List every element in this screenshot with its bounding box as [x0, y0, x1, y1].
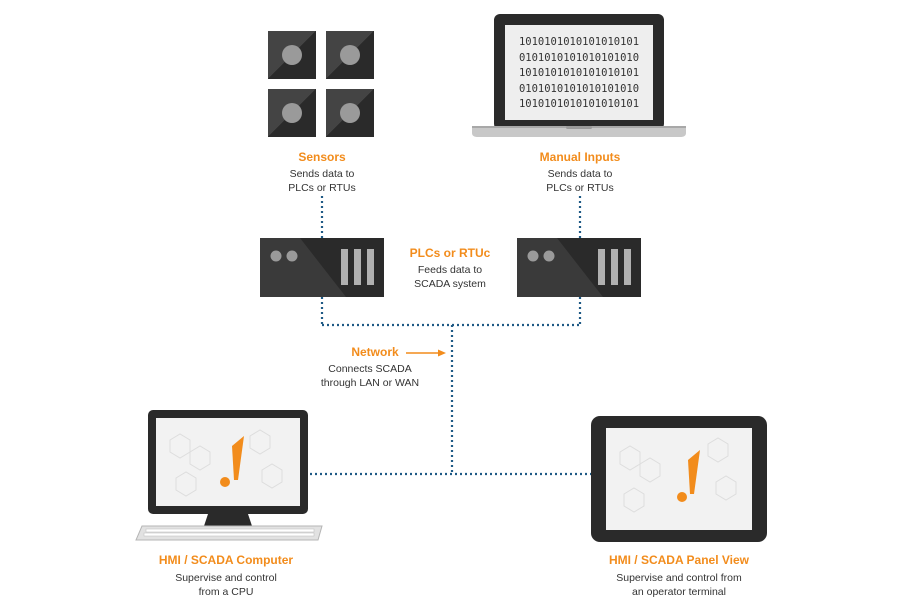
network-desc-line: Connects SCADA [328, 363, 412, 375]
plc-left-icon [260, 238, 384, 297]
manual-inputs-description: Sends data to PLCs or RTUs [510, 167, 650, 195]
manual-inputs-desc-line: PLCs or RTUs [546, 182, 614, 194]
binary-line: 1010101010101010101 [518, 67, 640, 79]
plcs-desc-line: Feeds data to [417, 264, 483, 276]
binary-line: 0101010101010101010 [518, 51, 640, 64]
hmi-computer-title: HMI / SCADA Computer [158, 553, 294, 567]
sensors-title: Sensors [298, 150, 346, 164]
plcs-title: PLCs or RTUc [409, 246, 491, 260]
manual-inputs-desc-line: Sends data to [547, 168, 613, 180]
sensor-tile [268, 89, 316, 137]
plcs-description: Feeds data to SCADA system [380, 263, 520, 291]
sensors-desc-line: PLCs or RTUs [288, 182, 356, 194]
hmi-computer-description: Supervise and control from a CPU [146, 571, 306, 599]
hmi-panel-title: HMI / SCADA Panel View [608, 553, 750, 567]
binary-line: 1010101010101010101 [518, 36, 640, 48]
hmi-panel-description: Supervise and control from an operator t… [589, 571, 769, 599]
hmi-panel-desc-line: Supervise and control from [616, 572, 742, 584]
laptop-screen-binary: 1010101010101010101 0101010101010101010 … [505, 35, 653, 113]
sensor-tile [326, 89, 374, 137]
laptop-icon [472, 14, 686, 137]
sensor-tile [268, 31, 316, 79]
hmi-panel-desc-line: an operator terminal [632, 586, 726, 598]
desktop-computer-icon [135, 410, 323, 541]
network-arrow [406, 349, 446, 357]
binary-line: 0101010101010101010 [518, 82, 640, 95]
sensor-tile [326, 31, 374, 79]
plcs-desc-line: SCADA system [414, 278, 486, 290]
sensors-desc-line: Sends data to [289, 168, 355, 180]
connectors [310, 196, 592, 476]
manual-inputs-title: Manual Inputs [539, 150, 621, 164]
network-desc-line: through LAN or WAN [320, 377, 420, 389]
hmi-computer-desc-line: Supervise and control [175, 572, 277, 584]
tablet-icon [591, 416, 767, 542]
network-title: Network [351, 345, 399, 359]
sensors-description: Sends data to PLCs or RTUs [252, 167, 392, 195]
network-description: Connects SCADA through LAN or WAN [305, 362, 435, 390]
binary-line: 1010101010101010101 [518, 98, 640, 110]
hmi-computer-desc-line: from a CPU [198, 586, 254, 598]
plc-right-icon [517, 238, 641, 297]
